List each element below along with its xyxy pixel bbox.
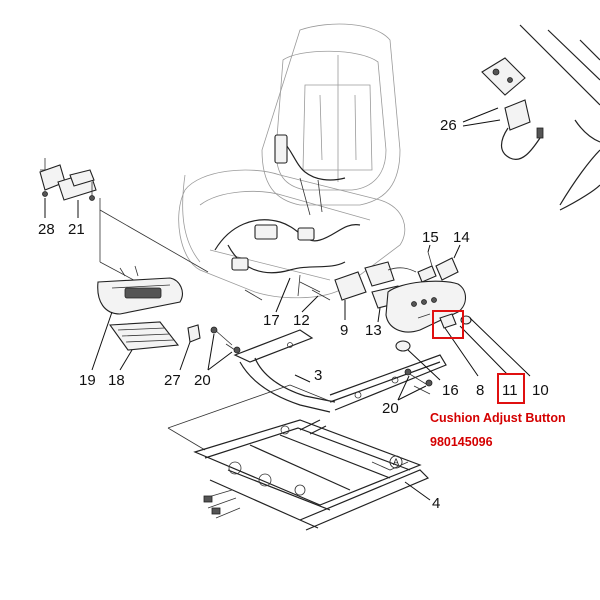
circle-a-marker: A	[389, 455, 403, 469]
callout-18: 18	[108, 372, 125, 389]
callout-11: 11	[502, 382, 518, 399]
screws-20-left	[207, 326, 241, 371]
screws-20-right	[397, 368, 433, 401]
callout-28: 28	[38, 221, 55, 238]
callout-3: 3	[314, 367, 322, 384]
callout-4: 4	[432, 495, 440, 512]
callout-13: 13	[365, 322, 382, 339]
group-lines-lower	[167, 384, 333, 451]
callout-15: 15	[422, 229, 439, 246]
callout-26: 26	[440, 117, 457, 134]
part-3-frame	[233, 329, 447, 413]
part-16-cap	[395, 340, 441, 381]
side-trim-panel	[385, 280, 531, 377]
callout-9: 9	[340, 322, 348, 339]
callout-27: 27	[164, 372, 181, 389]
callout-16: 16	[442, 382, 459, 399]
parts-15-14	[417, 244, 461, 283]
side-frame-partial	[519, 24, 600, 211]
highlight-part-name: Cushion Adjust Button	[430, 411, 566, 425]
callout-21: 21	[68, 221, 85, 238]
part-highlight-box	[432, 310, 464, 339]
part-28-21	[39, 158, 97, 218]
callout-20-right: 20	[382, 400, 399, 417]
callout-10: 10	[532, 382, 549, 399]
part-4-lower-frame	[193, 419, 431, 531]
callout-20-left: 20	[194, 372, 211, 389]
circle-a-label: A	[393, 457, 399, 467]
part-18-module	[108, 321, 180, 371]
callout-19: 19	[79, 372, 96, 389]
wiring-harness	[214, 134, 361, 301]
callout-8: 8	[476, 382, 484, 399]
callout-12: 12	[293, 312, 310, 329]
label-11-highlight-box	[497, 373, 525, 404]
highlight-part-code: 980145096	[430, 435, 493, 449]
part-26-module	[462, 57, 544, 160]
seat-backrest	[261, 23, 401, 206]
callout-14: 14	[453, 229, 470, 246]
callout-17: 17	[263, 312, 280, 329]
cushion-adjust-button-part	[439, 313, 457, 329]
part-27-clip	[179, 324, 201, 371]
part-19-housing	[91, 265, 183, 371]
